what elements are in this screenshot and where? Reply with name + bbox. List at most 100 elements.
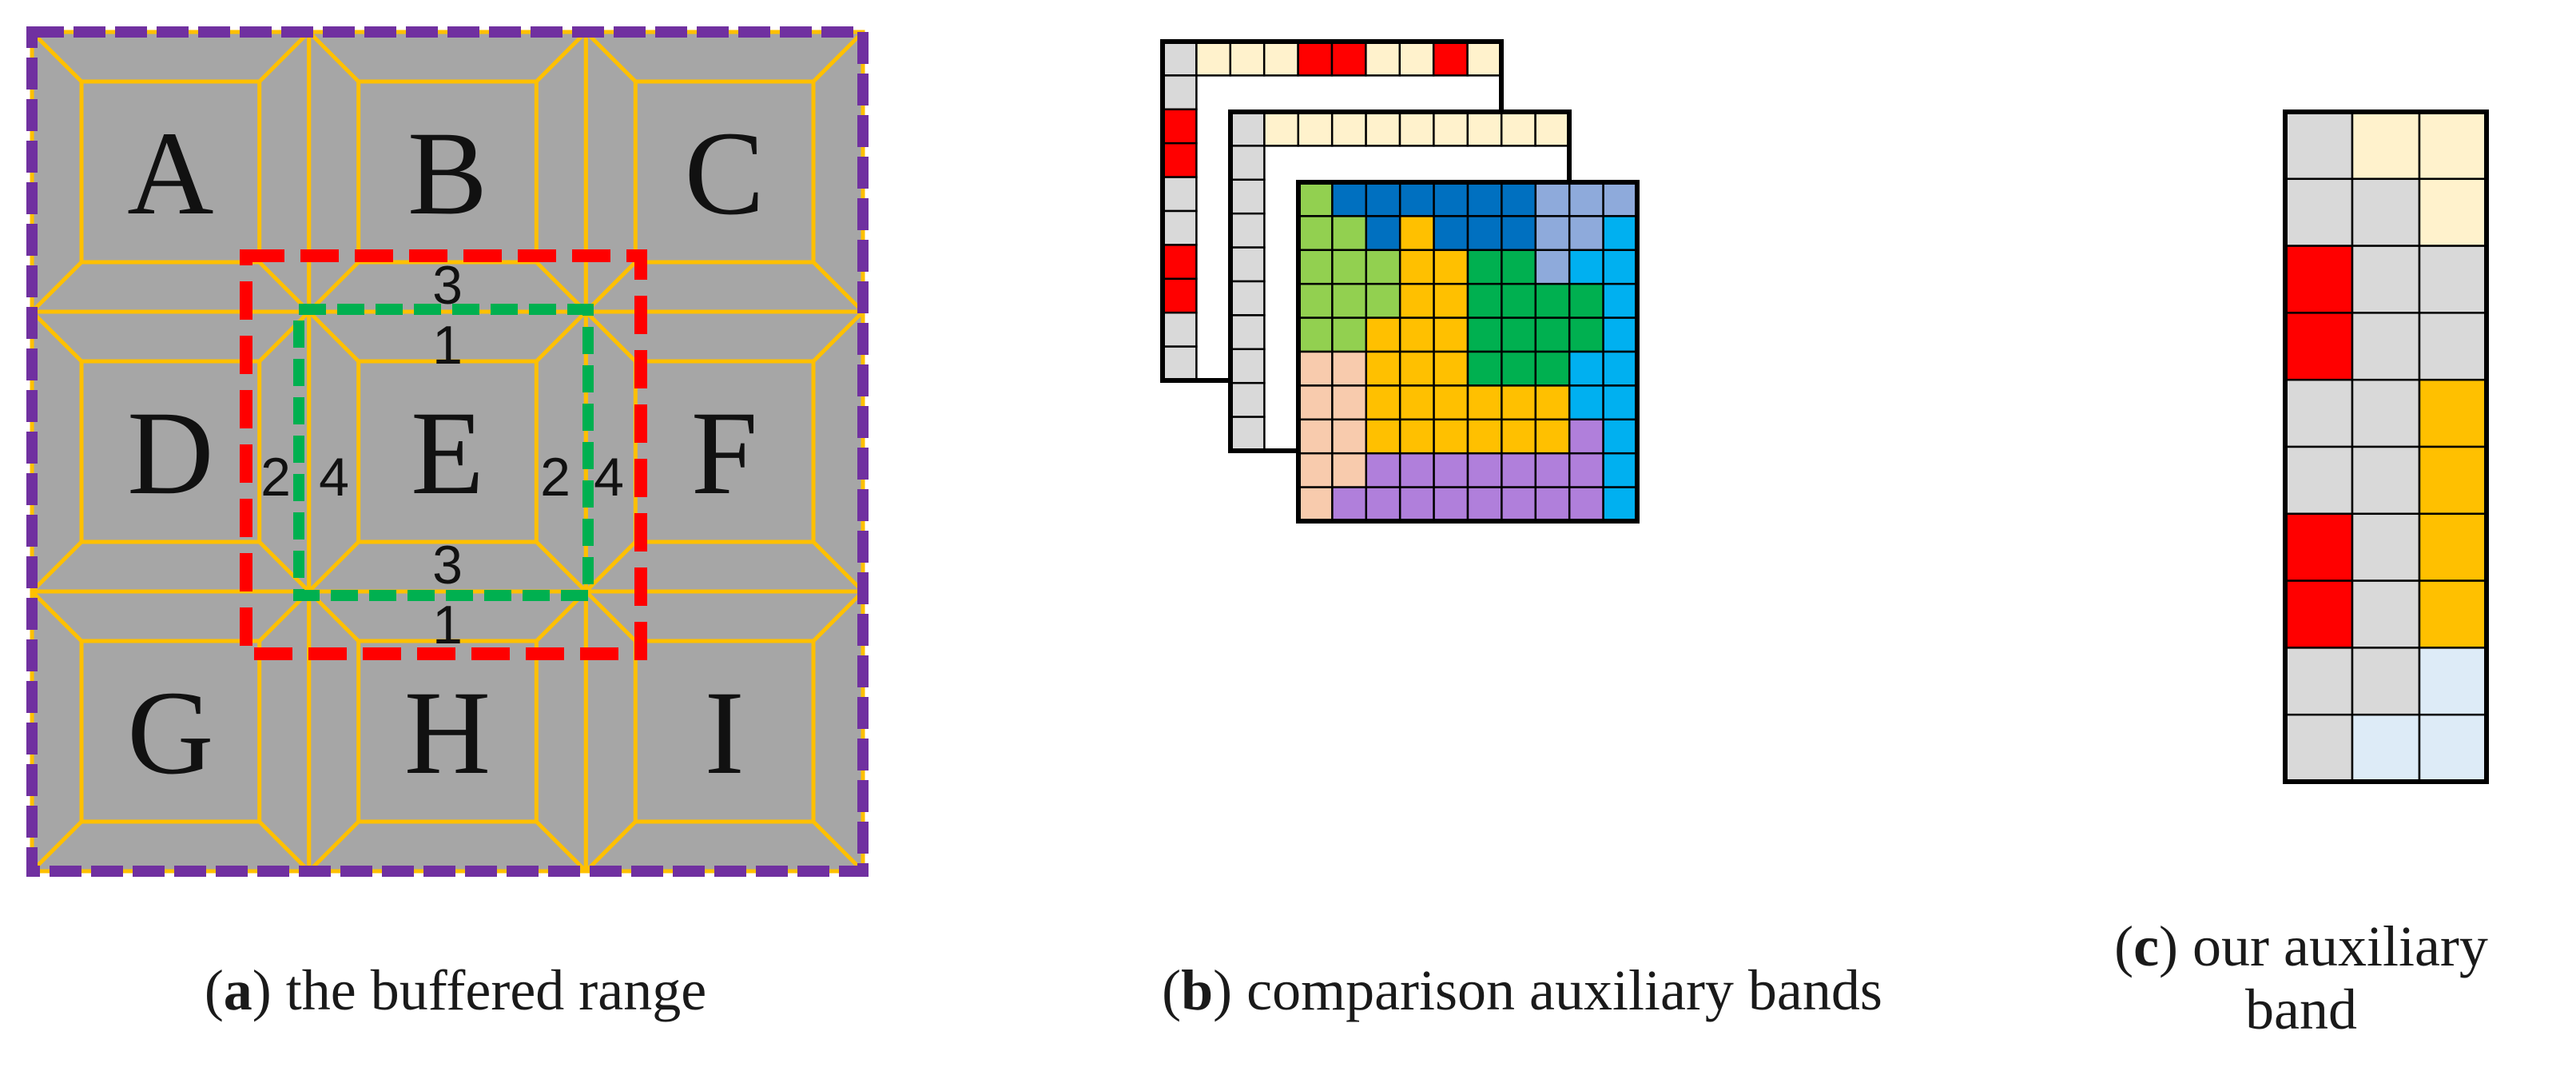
tile-bevel-line <box>812 590 865 643</box>
our-band-cell <box>2284 312 2354 381</box>
tile-inner-frame <box>356 639 539 824</box>
front-layer-cell <box>1297 384 1334 421</box>
panel-b-comparison-bands <box>1160 39 1640 524</box>
middle-layer-cell <box>1433 110 1469 147</box>
our-band-cell <box>2351 579 2421 649</box>
front-layer-cell <box>1466 452 1503 488</box>
tile-bevel-line <box>30 261 83 313</box>
front-layer-cell <box>1331 181 1368 217</box>
caption-b: (b) comparison auxiliary bands <box>1162 958 1882 1022</box>
tile-inner-frame <box>633 79 816 265</box>
front-layer-cell <box>1331 384 1368 421</box>
front-layer-cell <box>1568 215 1604 252</box>
our-band-cell <box>2418 579 2488 649</box>
tile-inner-frame <box>356 359 539 544</box>
front-layer-cell <box>1501 249 1537 285</box>
front-layer-cell <box>1602 282 1639 319</box>
front-layer-cell <box>1501 452 1537 488</box>
panel-c-our-band <box>2283 109 2489 784</box>
middle-layer-cell <box>1229 348 1266 384</box>
our-band-cell <box>2284 245 2354 314</box>
front-layer-cell <box>1365 384 1401 421</box>
front-layer-cell <box>1433 181 1469 217</box>
front-layer-cell <box>1433 452 1469 488</box>
front-layer-cell <box>1398 317 1435 353</box>
tile-bevel-line <box>812 30 865 83</box>
caption-b-letter: b <box>1181 958 1214 1022</box>
tile-letter-f: F <box>691 387 757 520</box>
front-layer-cell <box>1433 215 1469 252</box>
caption-c-line2: band <box>2245 978 2357 1042</box>
middle-layer-cell <box>1500 110 1536 147</box>
front-layer-cell <box>1466 282 1503 319</box>
front-layer-cell <box>1501 418 1537 455</box>
front-layer-cell <box>1398 181 1435 217</box>
tile-bevel-line <box>535 261 588 313</box>
middle-layer-cell <box>1229 416 1266 452</box>
band-layer-front <box>1296 180 1640 524</box>
edge-number-bottom-inner: 3 <box>432 535 463 595</box>
back-layer-cell <box>1161 108 1198 145</box>
front-layer-cell <box>1568 452 1604 488</box>
tile-letter-a: A <box>127 107 213 240</box>
caption-a-letter: a <box>223 958 252 1022</box>
front-layer-cell <box>1398 384 1435 421</box>
middle-layer-cell <box>1365 110 1401 147</box>
tile-inner-frame <box>79 359 262 544</box>
front-layer-cell <box>1466 418 1503 455</box>
edge-number-top-outer: 3 <box>432 255 463 316</box>
middle-layer-cell <box>1229 110 1266 147</box>
our-band-cell <box>2284 512 2354 582</box>
front-layer-cell <box>1602 486 1639 523</box>
front-layer-cell <box>1466 350 1503 387</box>
tile-bevel-line <box>30 310 83 363</box>
tile-letter-g: G <box>127 667 213 799</box>
front-layer-cell <box>1466 249 1503 285</box>
tile-bevel-line <box>584 540 638 593</box>
our-band-cell <box>2284 378 2354 448</box>
front-layer-cell <box>1365 317 1401 353</box>
tile-bevel-line <box>257 30 311 83</box>
tile-bevel-line <box>535 30 588 83</box>
back-layer-cell <box>1195 40 1232 77</box>
front-layer-cell <box>1331 452 1368 488</box>
tile-bevel-line <box>257 540 311 593</box>
tile-bevel-line <box>30 30 83 83</box>
tile-bevel-line <box>30 820 83 873</box>
front-layer-cell <box>1433 282 1469 319</box>
middle-layer-cell <box>1229 145 1266 181</box>
front-layer-cell <box>1466 317 1503 353</box>
our-band-cell <box>2418 245 2488 314</box>
front-layer-cell <box>1398 486 1435 523</box>
front-layer-cell <box>1534 317 1571 353</box>
our-band-cell <box>2351 512 2421 582</box>
our-band-cell <box>2418 647 2488 716</box>
front-layer-cell <box>1433 350 1469 387</box>
front-layer-cell <box>1331 215 1368 252</box>
front-layer-cell <box>1331 317 1368 353</box>
back-layer-cell <box>1398 40 1435 77</box>
edge-number-right-inner: 2 <box>540 447 570 508</box>
front-layer-cell <box>1466 215 1503 252</box>
our-band-cell <box>2418 177 2488 247</box>
tile-bevel-line <box>307 820 360 873</box>
our-band-cell <box>2284 647 2354 716</box>
our-band-cell <box>2284 713 2354 783</box>
middle-layer-cell <box>1534 110 1571 147</box>
caption-c-letter: c <box>2133 914 2160 978</box>
our-band-cell <box>2284 445 2354 516</box>
caption-c-line1: our auxiliary <box>2178 914 2488 978</box>
our-band-cell <box>2351 312 2421 381</box>
front-layer-cell <box>1534 282 1571 319</box>
green-buffer-border <box>293 304 594 601</box>
front-layer-cell <box>1466 181 1503 217</box>
front-layer-cell <box>1568 282 1604 319</box>
tile-bevel-line <box>535 820 588 873</box>
front-layer-cell <box>1602 418 1639 455</box>
red-buffer-border <box>240 249 647 660</box>
tile-letter-d: D <box>127 387 213 520</box>
tile-inner-frame <box>633 359 816 544</box>
tile-letter-b: B <box>407 107 487 240</box>
